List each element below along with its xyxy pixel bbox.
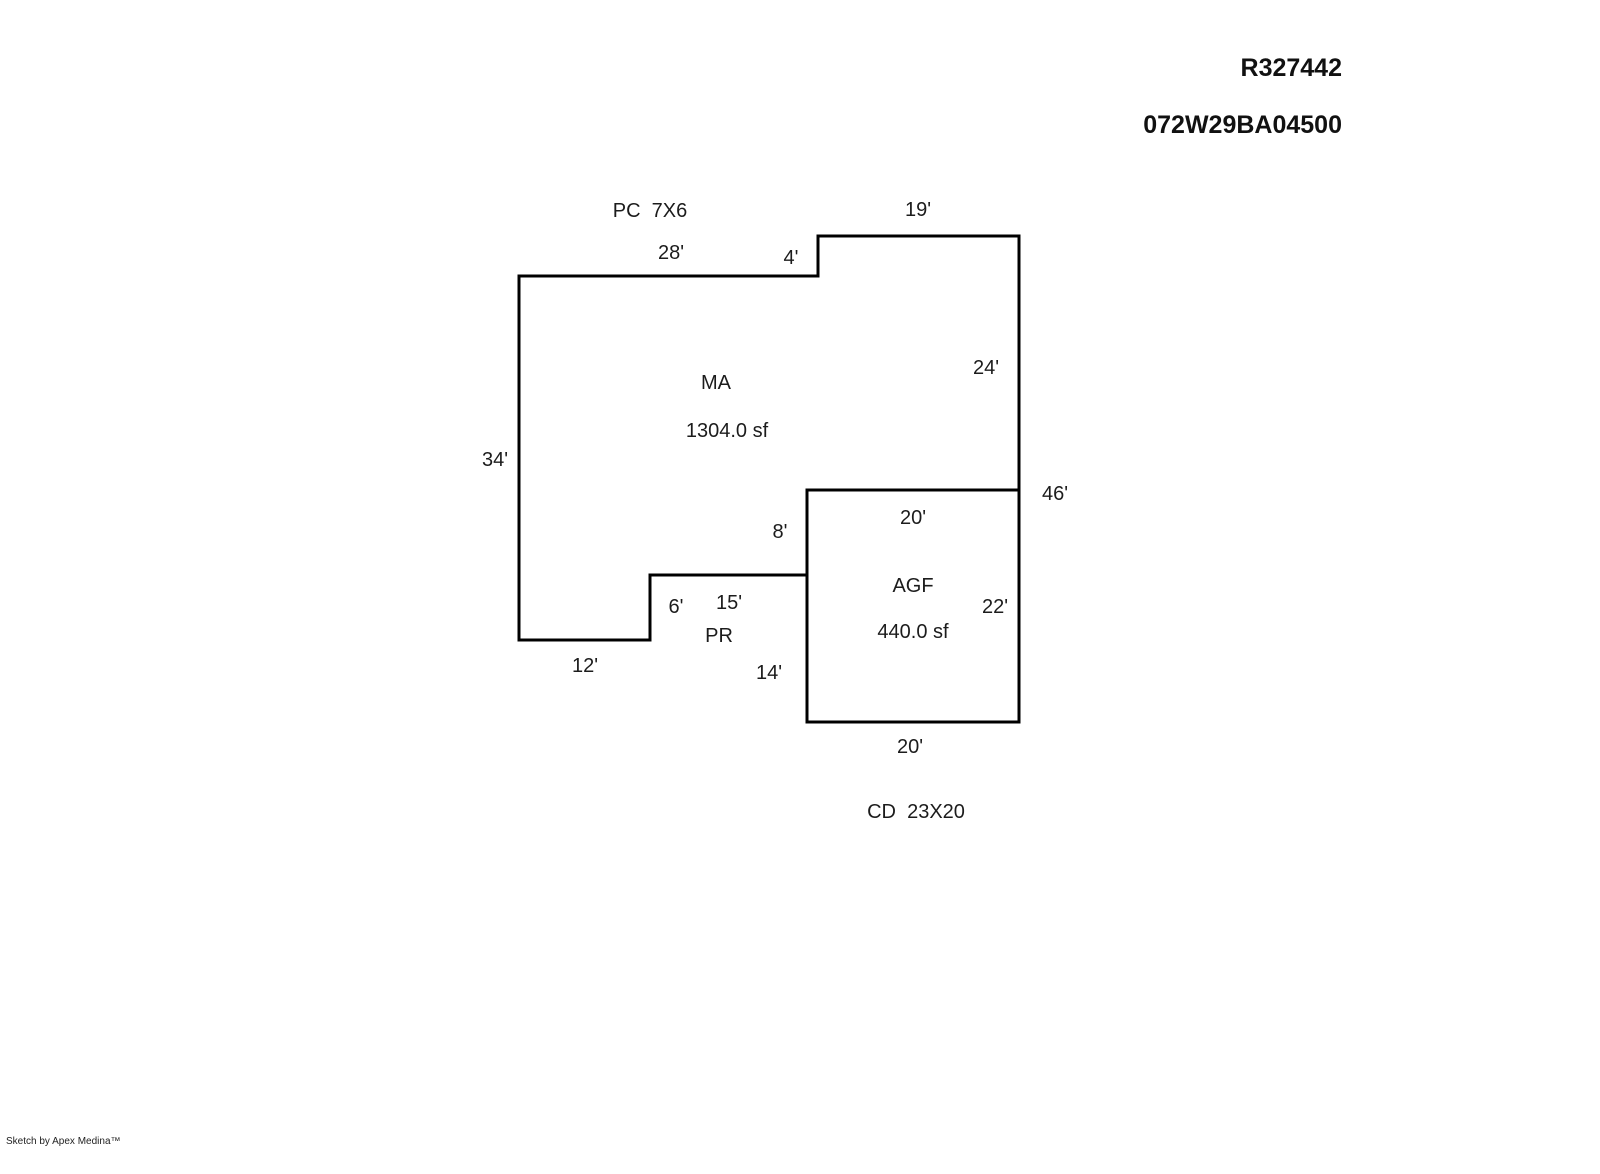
dim-agf-top-20: 20' (899, 507, 927, 529)
pr-area-code: PR (705, 625, 733, 647)
dim-jog-4: 4' (783, 247, 799, 269)
sketch-credit: Sketch by Apex Medina™ (6, 1136, 121, 1147)
dim-top-28: 28' (657, 242, 685, 264)
dim-right-24: 24' (972, 357, 1000, 379)
ma-area-code: MA (701, 372, 731, 394)
dim-notch-15: 15' (715, 592, 743, 614)
dim-left-14: 14' (755, 662, 783, 684)
agf-area-code: AGF (892, 575, 934, 597)
dim-jog-8: 8' (772, 521, 788, 543)
agf-garage-outline (805, 488, 1021, 724)
parcel-id: 072W29BA04500 (1143, 111, 1342, 139)
ma-area-sqft: 1304.0 sf (685, 420, 769, 442)
dim-right-total-46: 46' (1041, 483, 1069, 505)
agf-area-sqft: 440.0 sf (877, 621, 949, 643)
cd-annotation: CD 23X20 (867, 801, 965, 823)
dim-bottom-12: 12' (571, 655, 599, 677)
dim-agf-bottom-20: 20' (896, 736, 924, 758)
dim-left-34: 34' (481, 449, 509, 471)
dim-notch-6: 6' (668, 596, 684, 618)
reference-number: R327442 (1240, 54, 1342, 82)
dim-top-19: 19' (904, 199, 932, 221)
dim-agf-right-22: 22' (981, 596, 1009, 618)
ma-floor-outline (517, 234, 1021, 642)
pc-annotation: PC 7X6 (612, 200, 688, 222)
